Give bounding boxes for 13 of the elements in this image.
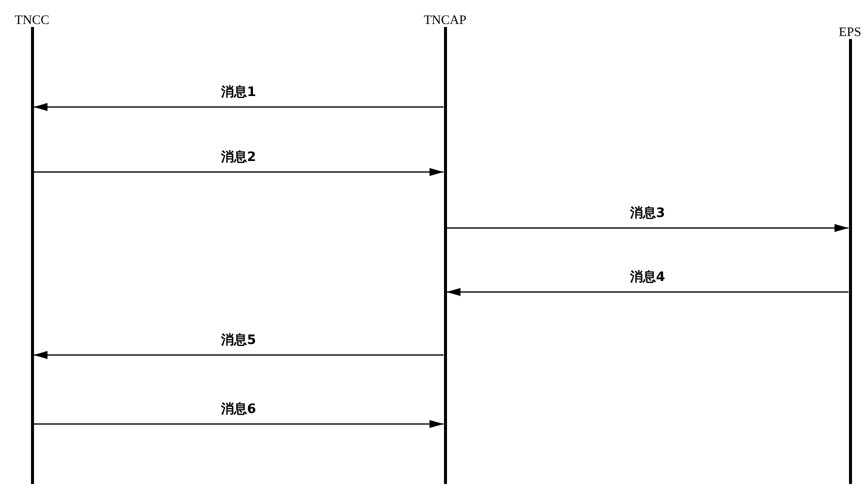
edge-label: 消息1 xyxy=(218,85,258,101)
participant-label: EPS xyxy=(838,24,862,39)
edge-label: 消息6 xyxy=(218,402,258,418)
arrow xyxy=(446,288,848,296)
arrow xyxy=(34,351,444,359)
arrow xyxy=(34,420,444,428)
arrow xyxy=(34,103,444,111)
participant-label: TNCAP xyxy=(424,12,466,27)
edge-label: 消息5 xyxy=(218,333,258,349)
edge-label: 消息4 xyxy=(628,270,668,286)
participant-label: TNCC xyxy=(14,12,50,27)
arrow xyxy=(34,168,444,176)
arrow xyxy=(446,224,848,232)
